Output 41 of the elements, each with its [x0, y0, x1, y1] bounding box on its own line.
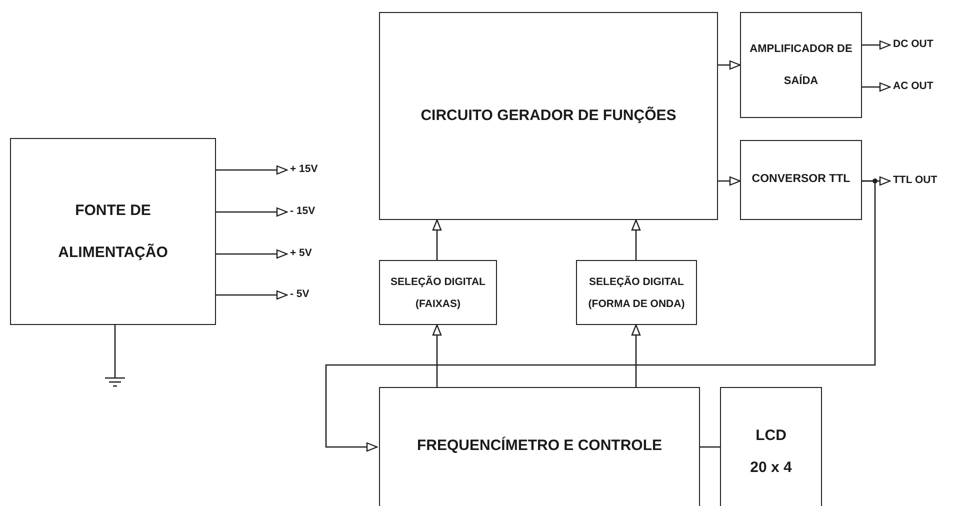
arrow [216, 207, 288, 217]
block-label: (FAIXAS) [416, 296, 460, 312]
block-box [740, 12, 862, 118]
output-label: + 15V [290, 162, 340, 178]
block-label: (FORMA DE ONDA) [588, 296, 685, 312]
arrow [862, 82, 891, 92]
arrow [432, 219, 442, 260]
arrow [325, 178, 878, 452]
output-label: DC OUT [893, 37, 959, 53]
arrow [631, 219, 641, 260]
block-box [379, 387, 700, 506]
block-box [379, 260, 497, 325]
block-label: FONTE DE ALIMENTAÇÃO [57, 200, 169, 262]
arrow [432, 324, 442, 387]
arrow [216, 249, 288, 259]
arrow [216, 165, 288, 175]
output-label: AC OUT [893, 79, 959, 95]
output-label: TTL OUT [893, 173, 961, 189]
arrow [718, 60, 741, 70]
block-label: AMPLIFICADOR DE SAÍDA [748, 42, 854, 89]
block-box [576, 260, 697, 325]
block-box [720, 387, 822, 506]
block-label: FREQUENCÍMETRO E CONTROLE [416, 436, 662, 456]
block-label: LCD [756, 426, 786, 446]
output-label: - 15V [290, 204, 340, 220]
block-box [740, 140, 862, 220]
block-box [10, 138, 216, 325]
block-label: CONVERSOR TTL [752, 172, 850, 188]
arrow [216, 290, 288, 300]
connector-line [700, 446, 720, 448]
connector-line [114, 325, 116, 370]
arrow [862, 40, 891, 50]
output-label: + 5V [290, 246, 340, 262]
output-label: - 5V [290, 287, 340, 303]
block-label: CIRCUITO GERADOR DE FUNÇÕES [420, 106, 676, 126]
block-label: SELEÇÃO DIGITAL [390, 274, 486, 290]
arrow [631, 324, 641, 387]
arrow [718, 176, 741, 186]
block-box [379, 12, 718, 220]
block-label: SELEÇÃO DIGITAL [589, 274, 684, 290]
block-label: 20 x 4 [750, 458, 792, 478]
